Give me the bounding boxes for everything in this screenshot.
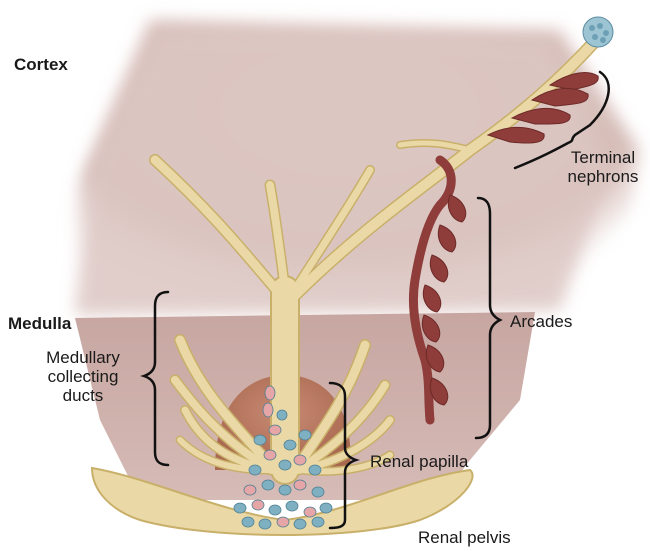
medullary-ducts-line-2: collecting bbox=[28, 367, 138, 386]
medullary-ducts-line-1: Medullary bbox=[28, 348, 138, 367]
medulla-label: Medulla bbox=[8, 314, 71, 333]
medullary-ducts-label: Medullary collecting ducts bbox=[28, 348, 138, 405]
arcades-label: Arcades bbox=[510, 312, 572, 331]
glomerulus bbox=[583, 17, 613, 47]
terminal-nephrons-label: Terminal nephrons bbox=[555, 148, 650, 186]
terminal-nephrons-line-2: nephrons bbox=[555, 167, 650, 186]
renal-pelvis-label: Renal pelvis bbox=[418, 528, 511, 547]
renal-papilla-label: Renal papilla bbox=[370, 452, 468, 471]
cortex-tissue-core bbox=[75, 30, 610, 315]
terminal-nephrons-line-1: Terminal bbox=[555, 148, 650, 167]
cortex-label: Cortex bbox=[14, 55, 68, 74]
medullary-ducts-line-3: ducts bbox=[28, 386, 138, 405]
